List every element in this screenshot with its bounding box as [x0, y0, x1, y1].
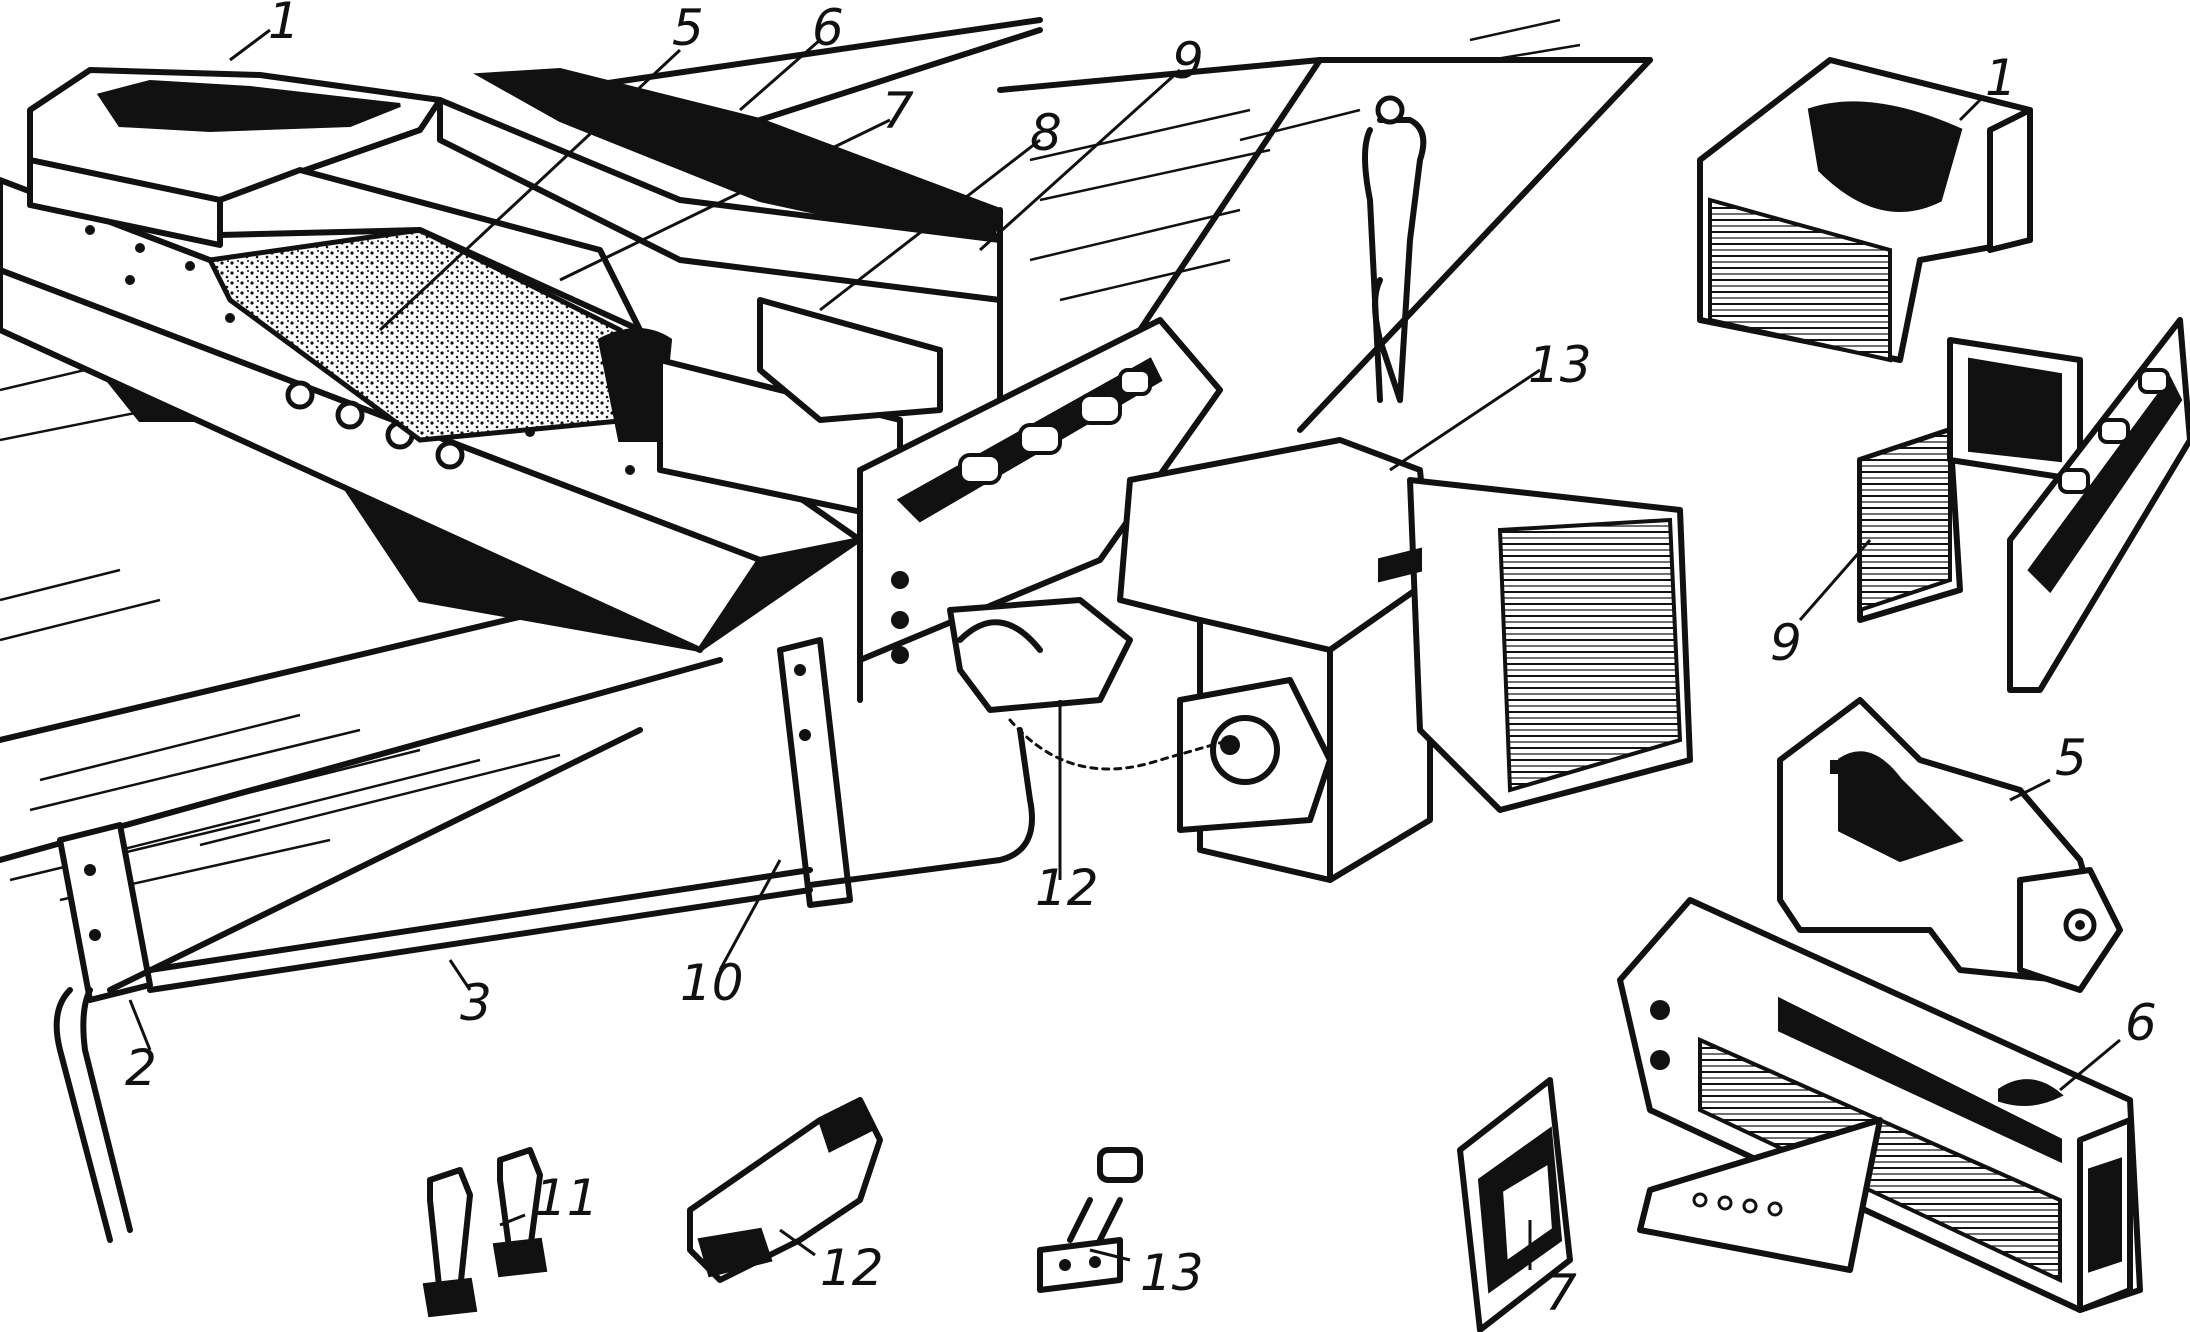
- callout-main-5: 5: [672, 0, 704, 57]
- knuckle-main: [947, 597, 1232, 771]
- detail-follower: [1457, 1077, 1573, 1332]
- callout-main-8: 8: [1030, 104, 1062, 162]
- detail-yoke: [1617, 897, 2143, 1313]
- callout-main-13: 13: [1528, 336, 1592, 394]
- striker-casting-main: [27, 67, 443, 248]
- callout-labels: 1 5 6 7 8 9 13 12 10 3 2 1 9 5 6 7 11 12…: [125, 0, 2157, 1322]
- callout-detail-7: 7: [1545, 1264, 1577, 1322]
- callout-main-1: 1: [268, 0, 300, 50]
- callout-detail-1: 1: [1985, 49, 2017, 107]
- callout-detail-11: 11: [535, 1169, 599, 1227]
- front-striker-main: [857, 317, 1223, 703]
- callout-main-12: 12: [1035, 859, 1099, 917]
- coupler-head-main: [1117, 437, 1693, 883]
- uncoupling-rig-main: [53, 95, 1427, 1243]
- detail-front-plate: [1857, 317, 2190, 693]
- callout-main-10: 10: [680, 954, 744, 1012]
- callout-main-6: 6: [812, 0, 844, 57]
- callout-main-3: 3: [460, 974, 492, 1032]
- callout-detail-6: 6: [2125, 994, 2157, 1052]
- callout-detail-5: 5: [2055, 729, 2087, 787]
- detail-knuckle-pins: [422, 1147, 548, 1318]
- callout-main-7: 7: [882, 82, 914, 140]
- callout-detail-13: 13: [1140, 1244, 1204, 1302]
- detail-knuckle: [687, 1097, 883, 1283]
- main-assembly: [0, 17, 1693, 1243]
- callout-detail-9: 9: [1770, 614, 1802, 672]
- callout-main-9: 9: [1172, 32, 1204, 90]
- draft-gear-main: [206, 167, 903, 523]
- detail-draft-gear: [1777, 697, 2123, 993]
- leader-lines: [128, 28, 2121, 1270]
- callout-detail-12: 12: [820, 1239, 884, 1297]
- detail-lock: [1037, 1147, 1143, 1293]
- callout-main-2: 2: [125, 1039, 157, 1097]
- detail-striker-casting: [1697, 57, 2033, 363]
